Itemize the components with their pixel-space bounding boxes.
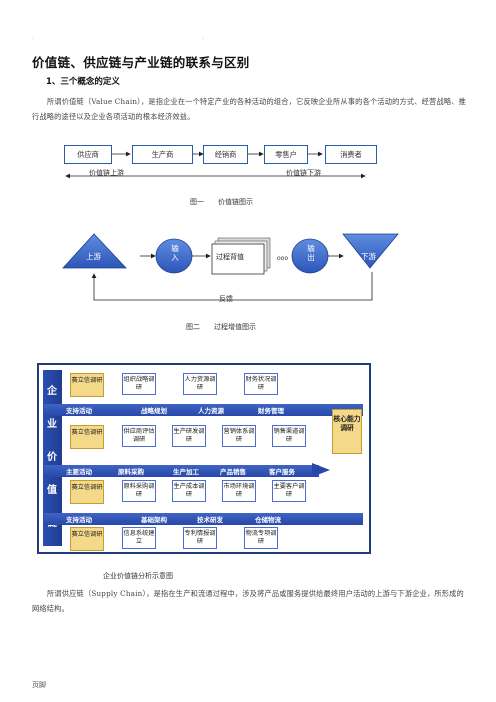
survey-card: 主要客户调研: [272, 480, 306, 502]
sidebar-char: 业: [47, 419, 57, 430]
page-title: 价值链、供应链与产业链的联系与区别: [32, 55, 250, 70]
band-item: 基础架构: [141, 516, 167, 524]
input-circle-label: 输入: [171, 244, 179, 262]
downstream-triangle-label: 下游: [361, 252, 376, 261]
feedback-label: 反馈: [219, 295, 233, 303]
section-heading: 1、三个概念的定义: [46, 77, 120, 87]
survey-card: 供应商评估调研: [122, 425, 156, 447]
figure3-caption: 企业价值链分析示意图: [103, 572, 173, 580]
survey-card: 市场环境调研: [222, 480, 256, 502]
survey-card: 营销体系调研: [222, 425, 256, 447]
band-item: 技术研发: [197, 516, 223, 524]
band-item: 原料采购: [118, 468, 144, 476]
process-dots: ooo: [277, 255, 289, 262]
survey-card: 财务状况调研: [244, 373, 278, 395]
core-capability-card: 核心能力调研: [332, 409, 362, 454]
process-box-label: 过程背值: [216, 253, 244, 261]
header-dot: .: [32, 34, 34, 41]
side-survey-card: 赛立信调研: [70, 527, 104, 551]
survey-card: 原料采购调研: [122, 480, 156, 502]
distributor-box: 经销商: [203, 145, 248, 164]
upstream-triangle-label: 上游: [86, 252, 101, 261]
primary-band: [44, 465, 319, 477]
survey-card: 物流专项调研: [244, 527, 278, 549]
output-circle-label: 输出: [307, 244, 315, 262]
figure2-caption: 图二 过程增值图示: [186, 323, 256, 331]
downstream-label: 价值链下游: [286, 169, 321, 177]
survey-card: 销售渠道调研: [272, 425, 306, 447]
paragraph-supply-chain: 所谓供应链（Supply Chain），是指在生产和流通过程中，涉及将产品或服务…: [32, 589, 464, 613]
band-label-primary: 主要活动: [66, 468, 92, 476]
support-band-bottom: [44, 513, 363, 525]
band-item: 战略规划: [141, 407, 167, 415]
supplier-box: 供应商: [64, 145, 112, 164]
manufacturer-box: 生产商: [132, 145, 193, 164]
survey-card: 专利情报调研: [183, 527, 217, 549]
page-footer: 页脚: [32, 681, 46, 689]
survey-card: 组织战略调研: [122, 373, 156, 395]
primary-band-arrow: [312, 463, 330, 477]
paragraph-value-chain: 所谓价值链（Value Chain），是指企业在一个特定产业的各种活动的组合，它…: [32, 97, 466, 121]
survey-card: 信息系统建立: [122, 527, 156, 549]
sidebar-char: 企: [47, 386, 57, 397]
figure1-caption: 图一 价值链图示: [190, 198, 253, 206]
support-band-top: [44, 404, 363, 416]
band-item: 产品销售: [220, 468, 246, 476]
retailer-box: 零售户: [264, 145, 308, 164]
band-item: 客户服务: [269, 468, 295, 476]
header-dot: .: [202, 34, 204, 41]
survey-card: 生产研发调研: [172, 425, 206, 447]
sidebar-char: 价: [47, 452, 57, 463]
side-survey-card: 赛立信调研: [70, 480, 104, 504]
survey-card: 人力资源调研: [183, 373, 217, 395]
band-item: 仓储物流: [255, 516, 281, 524]
consumer-box: 消费者: [325, 145, 377, 164]
band-label-support-bottom: 支持活动: [66, 516, 92, 524]
process-diagram-shapes: [62, 233, 399, 301]
side-survey-card: 赛立信调研: [70, 373, 104, 397]
band-item: 人力资源: [198, 407, 224, 415]
band-item: 生产加工: [173, 468, 199, 476]
upstream-label: 价值链上游: [89, 169, 124, 177]
band-label-support-top: 支持活动: [66, 407, 92, 415]
side-survey-card: 赛立信调研: [70, 425, 104, 449]
band-item: 财务管理: [258, 407, 284, 415]
sidebar-char: 值: [47, 485, 57, 496]
survey-card: 生产成本调研: [172, 480, 206, 502]
